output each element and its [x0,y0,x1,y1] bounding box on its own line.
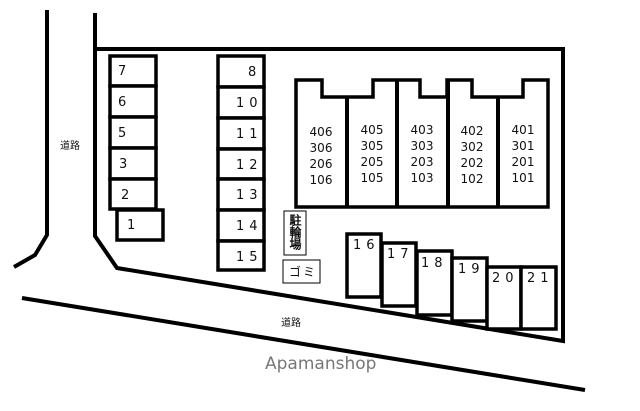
space-label: 19 [458,262,485,277]
unit-number: 302 [461,140,484,154]
unit-number: 405 [361,123,384,137]
unit-number: 306 [310,141,333,155]
unit-number: 205 [361,155,384,169]
unit-number: 305 [361,139,384,153]
space-label: 12 [236,158,263,173]
space-label: 2 [121,188,134,203]
space-label: 3 [119,157,132,172]
unit-number: 202 [461,156,484,170]
unit-number: 103 [411,171,434,185]
apartment-building: 406 306 206 106 405 305 205 105 403 303 … [294,78,550,209]
parking-space [108,84,158,119]
left-road-edge [13,10,49,269]
space-label: 16 [353,238,380,253]
parking-space [108,54,158,88]
bottom-road-edge [21,296,586,392]
unit-number: 105 [361,171,384,185]
unit-number: 102 [461,172,484,186]
space-label: 15 [236,250,263,265]
space-label: 1 [127,218,140,233]
parking-space [108,115,158,150]
unit-number: 403 [411,123,434,137]
unit-number: 401 [512,123,535,137]
parking-space [519,265,558,331]
parking-middle-column: 8 10 11 12 13 14 15 [216,54,266,272]
parking-space [216,85,266,120]
bicycle-parking-box [283,210,307,256]
space-label: 8 [248,65,261,80]
unit-number: 201 [512,155,535,169]
space-label: 13 [236,188,263,203]
space-label: 21 [527,271,554,286]
unit-number: 406 [310,125,333,139]
lot-boundary [93,13,565,344]
parking-space [216,239,266,272]
space-label: 6 [118,95,131,110]
space-label: 14 [236,219,263,234]
unit-number: 203 [411,155,434,169]
parking-bottom-row: 16 17 18 19 20 21 [345,232,558,331]
space-label: 5 [118,126,131,141]
space-label: 17 [387,247,414,262]
space-label: 18 [421,256,448,271]
space-label: 7 [118,64,131,79]
space-label: 10 [236,96,263,111]
garbage-label: ゴミ [289,264,317,279]
unit-number: 101 [512,171,535,185]
space-label: 11 [236,127,263,142]
road-label-left: 道路 [60,139,80,152]
unit-number: 206 [310,157,333,171]
parking-space [115,208,165,242]
unit-number: 106 [310,173,333,187]
garbage-box [282,259,321,284]
unit-number: 301 [512,139,535,153]
parking-space [216,147,266,181]
unit-number: 402 [461,124,484,138]
unit-number: 303 [411,139,434,153]
watermark: Apamanshop [265,354,376,374]
parking-space [108,146,158,181]
bicycle-parking-label: 駐輪場 [288,213,302,251]
space-label: 20 [492,271,519,286]
road-label-bottom: 道路 [281,316,301,329]
parking-space [485,265,523,331]
parking-left-column: 7 6 5 3 2 1 [108,54,165,242]
